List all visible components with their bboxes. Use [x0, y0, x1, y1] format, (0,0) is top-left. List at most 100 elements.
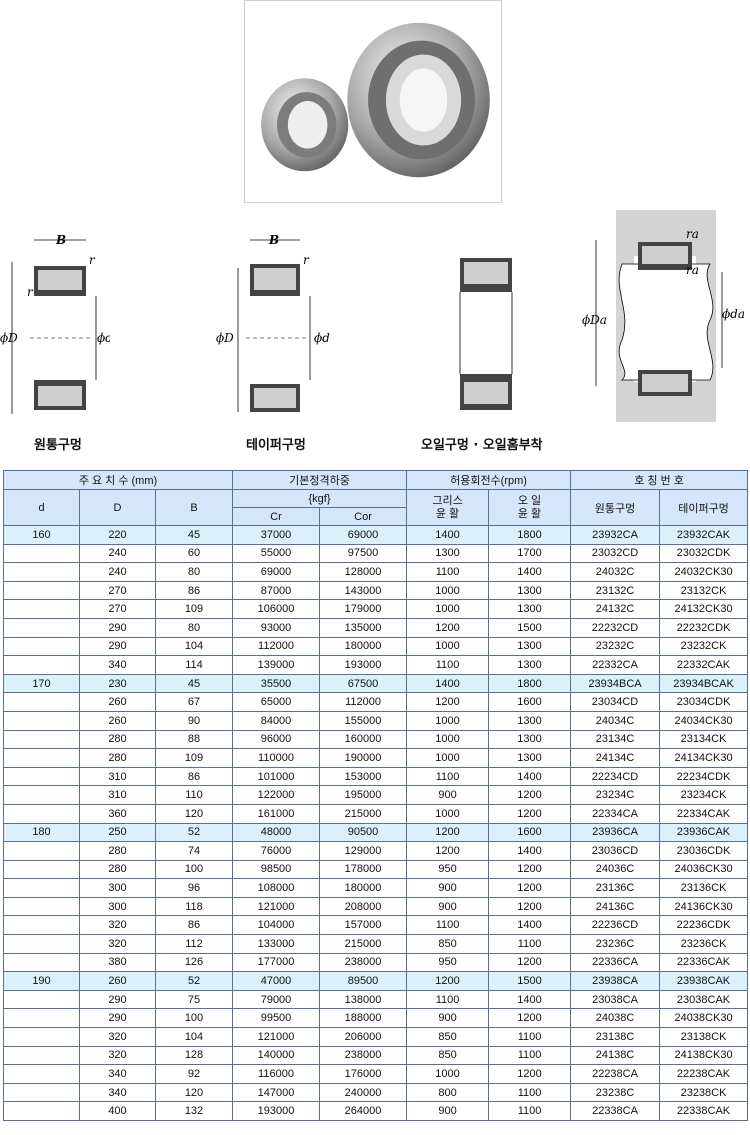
cell-designation-tapered: 23136CK [659, 878, 749, 898]
cell-bore-d [3, 710, 80, 731]
cell-outer-D: 300 [79, 878, 156, 898]
cell-designation-cylindrical: 23136C [570, 878, 661, 898]
cell-load-Cor: 193000 [318, 655, 408, 675]
header-kgf: {kgf} [231, 489, 408, 508]
cell-load-Cr: 106000 [232, 599, 320, 619]
cell-outer-D: 320 [79, 934, 156, 954]
cell-load-Cr: 84000 [232, 710, 320, 731]
cell-bore-d [3, 766, 80, 787]
label-phida: ϕda [722, 307, 745, 321]
cell-speed-oil: 1300 [488, 636, 572, 657]
cell-load-Cor: 69000 [318, 525, 408, 545]
cell-speed-grease: 1200 [406, 617, 490, 638]
cell-bore-d [3, 1027, 80, 1047]
cell-load-Cor: 155000 [318, 710, 408, 731]
cell-load-Cr: 37000 [232, 525, 320, 545]
cell-outer-D: 240 [79, 543, 156, 564]
cell-load-Cor: 129000 [318, 841, 408, 861]
cell-speed-oil: 1400 [488, 841, 572, 861]
cell-speed-oil: 1200 [488, 803, 572, 824]
label-ra-top: ra [686, 227, 699, 241]
cell-load-Cr: 121000 [232, 896, 320, 917]
cell-speed-grease: 800 [406, 1082, 490, 1103]
cell-load-Cor: 264000 [318, 1101, 408, 1121]
cell-outer-D: 230 [79, 673, 156, 694]
cell-width-B: 104 [155, 1027, 233, 1047]
header-oil-lubrication: 오 일 윤 활 [488, 489, 572, 526]
cell-speed-oil: 1100 [488, 1101, 572, 1121]
cell-designation-tapered: 22236CDK [659, 915, 749, 936]
cell-designation-tapered: 23938CAK [659, 971, 749, 991]
cell-designation-tapered: 24032CK30 [659, 562, 749, 582]
cell-designation-cylindrical: 23932CA [570, 525, 661, 545]
cell-load-Cor: 238000 [318, 952, 408, 973]
cell-designation-cylindrical: 23236C [570, 934, 661, 954]
cell-bore-d [3, 1064, 80, 1084]
label-phiDa: ϕDa [582, 313, 607, 327]
header-oil-line2: 윤 활 [517, 507, 542, 520]
label-phiD: ϕD [0, 331, 18, 345]
cell-bore-d [3, 580, 80, 601]
cell-speed-oil: 1200 [488, 878, 572, 898]
cell-speed-oil: 1200 [488, 896, 572, 917]
cell-outer-D: 290 [79, 989, 156, 1010]
cell-designation-cylindrical: 24136C [570, 896, 661, 917]
cell-speed-oil: 1200 [488, 785, 572, 805]
cell-load-Cor: 206000 [318, 1027, 408, 1047]
cell-speed-oil: 1200 [488, 1064, 572, 1084]
cell-speed-oil: 1300 [488, 729, 572, 750]
cell-load-Cor: 190000 [318, 748, 408, 768]
cell-bore-d [3, 543, 80, 564]
cell-speed-oil: 1200 [488, 859, 572, 880]
cell-load-Cor: 188000 [318, 1008, 408, 1029]
cell-bore-d [3, 896, 80, 917]
cell-speed-grease: 1400 [406, 673, 490, 694]
cell-speed-grease: 1200 [406, 692, 490, 712]
cell-designation-cylindrical: 22332CA [570, 655, 661, 675]
cell-designation-cylindrical: 24038C [570, 1008, 661, 1029]
tapered-bore-diagram: B r ϕD ϕd [214, 228, 334, 428]
cell-outer-D: 220 [79, 525, 156, 545]
cell-designation-cylindrical: 23238C [570, 1082, 661, 1103]
cell-speed-grease: 850 [406, 934, 490, 954]
cell-speed-oil: 1100 [488, 1045, 572, 1066]
cell-load-Cor: 215000 [318, 934, 408, 954]
cell-speed-grease: 1100 [406, 766, 490, 787]
cell-speed-oil: 1300 [488, 599, 572, 619]
cell-designation-tapered: 23036CDK [659, 841, 749, 861]
cell-bore-d: 190 [3, 971, 80, 991]
cell-outer-D: 320 [79, 915, 156, 936]
caption-cylindrical: 원통구멍 [34, 438, 82, 453]
label-r-top: r [89, 253, 96, 267]
cell-load-Cr: 96000 [232, 729, 320, 750]
cell-designation-tapered: 22338CAK [659, 1101, 749, 1121]
cell-speed-grease: 1100 [406, 989, 490, 1010]
cell-speed-oil: 1400 [488, 766, 572, 787]
label-phid: ϕd [314, 331, 330, 345]
cell-width-B: 96 [155, 878, 233, 898]
cell-bore-d [3, 748, 80, 768]
cell-bore-d [3, 617, 80, 638]
header-grease-lubrication: 그리스 윤 활 [406, 489, 490, 526]
cell-width-B: 90 [155, 710, 233, 731]
header-Cor: Cor [318, 507, 408, 526]
cell-designation-tapered: 23238CK [659, 1082, 749, 1103]
cell-outer-D: 260 [79, 971, 156, 991]
cell-speed-oil: 1300 [488, 580, 572, 601]
cell-load-Cor: 160000 [318, 729, 408, 750]
cell-designation-cylindrical: 24134C [570, 748, 661, 768]
header-tapered-bore: 테이퍼구멍 [659, 489, 749, 526]
cell-load-Cor: 157000 [318, 915, 408, 936]
cell-bore-d [3, 692, 80, 712]
cell-load-Cr: 112000 [232, 636, 320, 657]
cell-width-B: 88 [155, 729, 233, 750]
cell-speed-oil: 1300 [488, 710, 572, 731]
